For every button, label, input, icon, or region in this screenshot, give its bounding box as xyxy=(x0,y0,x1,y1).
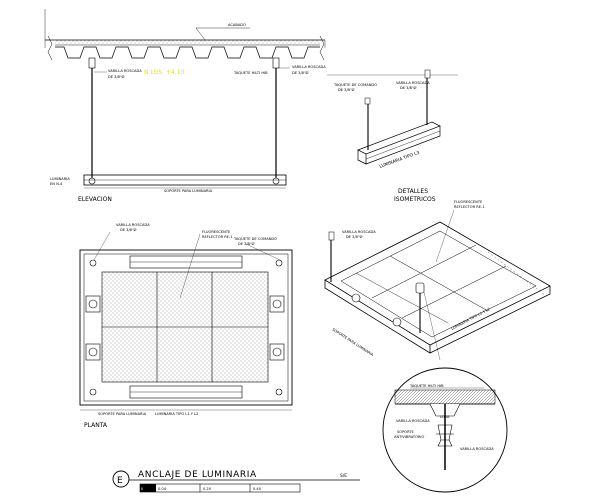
varilla-left-dim: DE 3/8"Ø xyxy=(108,74,125,79)
detail-losa: LOSA xyxy=(440,415,450,419)
iso-small-luminaria: LUMINARIA TIPO L3 xyxy=(379,150,421,170)
varilla-left-label: VARILLA ROSCADA xyxy=(108,69,142,73)
left-label-2: EN N-4 xyxy=(50,182,63,186)
plan-varilla: VARILLA ROSCADA xyxy=(116,223,150,227)
plan-bottom-left: SOPORTE PARA LUMINARIA xyxy=(98,412,147,416)
iso-large-fluorescente-dim: REFLECTOR RE-1 xyxy=(454,205,485,209)
iso-small-varilla: VARILLA ROSCADA xyxy=(396,81,430,85)
title-text: ANCLAJE DE LUMINARIA xyxy=(138,470,257,480)
scale-0: 0 xyxy=(141,487,144,491)
iso-small-taquete: TAQUETE DE COMANDO xyxy=(333,83,377,87)
detail-soporte-2: ANTIVIBRATORIO xyxy=(394,435,424,439)
iso-small-view: TAQUETE DE COMANDO DE 3/8"Ø VARILLA ROSC… xyxy=(327,69,458,170)
iso-large-view: VARILLA ROSCADA DE 3/8"Ø FLUORESCENTE RE… xyxy=(324,200,551,361)
soporte-label: SOPORTE PARA LUMINARIA xyxy=(164,189,213,193)
detalles-title-1: DETALLES xyxy=(398,188,428,195)
iso-large-luminaria: LUMINARIA TIPO L1 Y L2 xyxy=(451,307,491,331)
plan-taquete: TAQUETE DE COMANDO xyxy=(233,237,277,241)
plan-frame xyxy=(79,249,293,406)
varilla-right-label: VARILLA ROSCADA xyxy=(292,65,326,69)
detalles-title-2: ISOMETRICOS xyxy=(394,196,436,203)
iso-large-varilla: VARILLA ROSCADA xyxy=(342,230,376,234)
detail-circle: TAQUETE HILTI HIB VARILLA ROSCADA SOPORT… xyxy=(382,367,508,493)
plan-taquete-dim: DE 3/8"Ø xyxy=(238,241,255,246)
title-letter: E xyxy=(117,476,123,486)
iso-large-soporte: SOPORTE PARA LUMINARIA xyxy=(331,327,374,357)
detail-taquete: TAQUETE HILTI HIB xyxy=(409,384,444,388)
anchor-left xyxy=(88,57,96,69)
scale-2: 0.20 xyxy=(203,487,212,491)
elevation-title: ELEVACION xyxy=(78,196,112,203)
acabado-label: ACABADO xyxy=(228,23,246,27)
plan-bottom-right: LUMINARIA TIPO L1 Y L2 xyxy=(155,412,198,416)
iso-large-fluorescente: FLUORESCENTE xyxy=(454,200,483,204)
detail-varilla-left: VARILLA ROSCADA xyxy=(396,419,430,423)
taquete-right-label: TAQUETE HILTI HIB xyxy=(233,71,268,75)
left-label-1: LUMINARIA xyxy=(50,177,70,181)
elevation-view: ACABADO VARILLA ROSCADA DE 3/8"Ø N.LOS. … xyxy=(44,9,326,203)
nivel-label: N.LOS. +4.13 xyxy=(144,69,184,76)
plan-fluorescente-dim: REFLECTOR RE-1 xyxy=(202,235,233,239)
iso-small-taquete-dim: DE 3/8"Ø xyxy=(338,87,355,92)
title-block: E ANCLAJE DE LUMINARIA S/E 0 0.04 0.20 0… xyxy=(112,470,360,493)
steel-deck xyxy=(55,46,320,59)
varilla-right-dim: DE 3/8"Ø xyxy=(292,70,309,75)
scale-3: 0.40 xyxy=(253,487,262,491)
plan-view: VARILLA ROSCADA DE 3/8"Ø FLUORESCENTE RE… xyxy=(79,223,293,429)
detail-soporte-1: SOPORTE xyxy=(397,430,415,434)
plan-varilla-dim: DE 3/8"Ø xyxy=(120,227,137,232)
plan-fluorescente: FLUORESCENTE xyxy=(202,230,231,234)
iso-small-varilla-dim: DE 3/8"Ø xyxy=(400,85,417,90)
anchor-right xyxy=(272,57,280,69)
plan-title: PLANTA xyxy=(84,422,108,429)
scale-1: 0.04 xyxy=(158,487,167,491)
title-scale: S/E xyxy=(340,473,347,479)
iso-large-varilla-dim: DE 3/8"Ø xyxy=(346,234,363,239)
detail-varilla-right: VARILLA ROSCADA xyxy=(460,447,494,451)
